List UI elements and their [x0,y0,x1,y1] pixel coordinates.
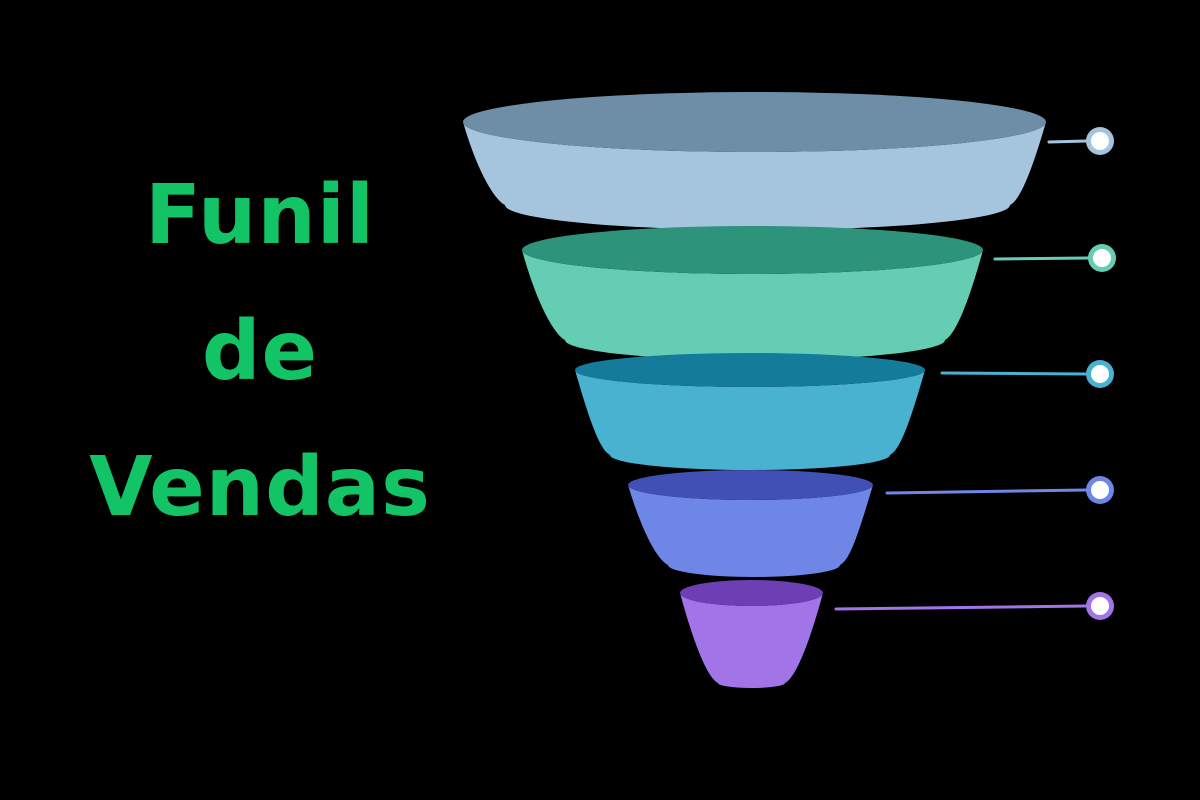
marker-dot-center [1091,597,1109,615]
connector-line [1047,139,1088,144]
connector-line [940,371,1088,376]
connector-line [993,256,1090,261]
title-line-de: de [201,304,319,399]
funnel-layer-5 [680,580,1114,688]
funnel-layer-3 [575,353,1114,470]
funnel-layer-body [628,485,873,577]
connector-line [834,604,1088,611]
page-title: Funil de Vendas [70,148,450,556]
marker-dot-center [1091,132,1109,150]
funnel-layer-body [575,370,925,470]
funnel-layer-top [680,580,823,606]
title-line-vendas: Vendas [89,440,431,535]
marker-dot-center [1093,249,1111,267]
funnel-layer-body [463,122,1046,230]
marker-dot-center [1091,481,1109,499]
funnel-layer-4 [628,470,1114,577]
funnel-layer-top [463,92,1046,152]
funnel-layer-top [628,470,873,500]
marker-dot-center [1091,365,1109,383]
funnel-layer-2 [522,226,1116,360]
funnel-layer-1 [463,92,1114,230]
funnel-layer-body [522,250,983,360]
funnel-layer-top [522,226,983,274]
funnel-layer-top [575,353,925,387]
funnel-layer-body [680,593,823,688]
title-line-funil: Funil [145,168,375,263]
connector-line [885,488,1088,495]
